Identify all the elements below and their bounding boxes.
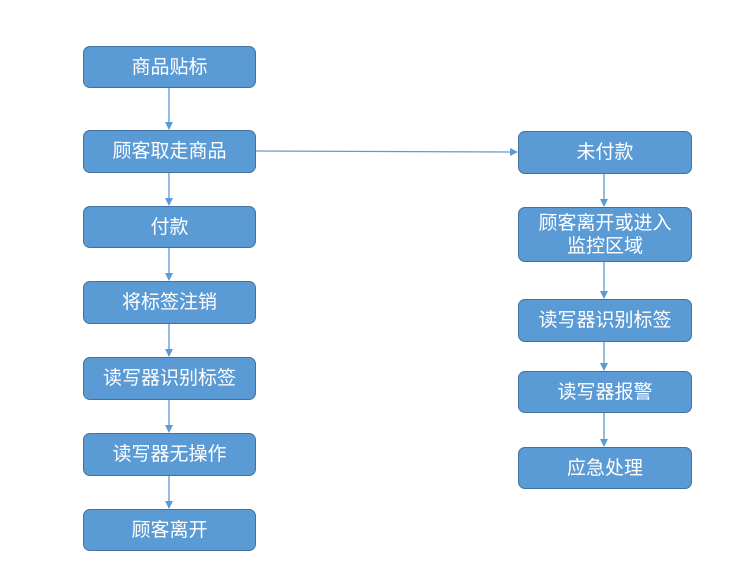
node-deactivate-tag: 将标签注销 [83, 281, 256, 324]
node-emergency-handling: 应急处理 [518, 447, 692, 489]
node-leave-or-enter-monitor-area: 顾客离开或进入 监控区域 [518, 207, 692, 262]
node-unpaid: 未付款 [518, 131, 692, 174]
node-reader-identifies-tag-right: 读写器识别标签 [518, 299, 692, 342]
node-customer-takes-goods: 顾客取走商品 [83, 130, 256, 173]
arrow-branch-unpaid [255, 147, 518, 156]
node-reader-alarm: 读写器报警 [518, 371, 692, 413]
node-reader-no-action: 读写器无操作 [83, 433, 256, 476]
node-reader-identifies-tag: 读写器识别标签 [83, 357, 256, 400]
node-payment: 付款 [83, 206, 256, 248]
node-tag-goods: 商品贴标 [83, 46, 256, 88]
node-customer-leaves: 顾客离开 [83, 509, 256, 551]
